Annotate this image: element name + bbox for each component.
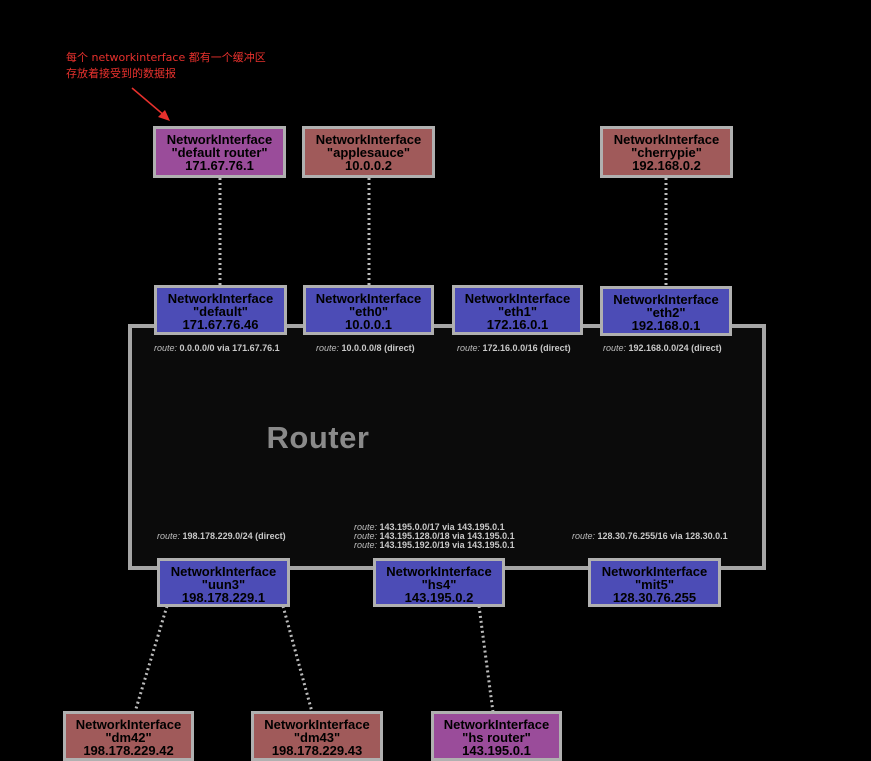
iface-type: NetworkInterface [601,564,708,579]
annotation-line-1: 每个 networkinterface 都有一个缓冲区 [66,51,266,64]
route-keyword: route: [603,343,627,353]
iface-type: NetworkInterface [613,292,719,307]
route-value: 0.0.0.0/0 via 171.67.76.1 [179,343,280,353]
route-line: route: 143.195.192.0/19 via 143.195.0.1 [354,541,515,550]
iface-router-hs4: NetworkInterface "hs4" 143.195.0.2 [373,558,505,607]
iface-router-eth0: NetworkInterface "eth0" 10.0.0.1 [303,285,434,335]
link-dm42 [133,605,169,713]
route-value: 128.30.76.255/16 via 128.30.0.1 [597,531,728,541]
iface-type: NetworkInterface [75,717,182,732]
iface-applesauce: NetworkInterface "applesauce" 10.0.0.2 [302,126,435,178]
iface-name: "eth2" [646,305,686,320]
route-value: 198.178.229.0/24 (direct) [182,531,286,541]
route-eth2: route: 192.168.0.0/24 (direct) [603,344,722,353]
iface-router-eth2: NetworkInterface "eth2" 192.168.0.1 [600,286,732,336]
iface-router-default: NetworkInterface "default" 171.67.76.46 [154,285,287,335]
route-value: 10.0.0.0/8 (direct) [341,343,415,353]
iface-ip: 143.195.0.2 [404,590,474,605]
iface-type: NetworkInterface [264,717,370,732]
iface-router-eth1: NetworkInterface "eth1" 172.16.0.1 [452,285,583,335]
route-keyword: route: [354,531,378,541]
iface-type: NetworkInterface [166,132,273,147]
annotation-note: 每个 networkinterface 都有一个缓冲区 存放着接受到的数据报 [66,50,266,82]
route-keyword: route: [457,343,481,353]
iface-ip: 10.0.0.1 [345,317,392,332]
route-value: 143.195.192.0/19 via 143.195.0.1 [379,540,515,550]
route-default: route: 0.0.0.0/0 via 171.67.76.1 [154,344,280,353]
iface-type: NetworkInterface [613,132,720,147]
route-value: 143.195.0.0/17 via 143.195.0.1 [379,522,505,532]
iface-router-uun3: NetworkInterface "uun3" 198.178.229.1 [157,558,290,607]
annotation-line-2: 存放着接受到的数据报 [66,67,176,80]
route-uun3: route: 198.178.229.0/24 (direct) [157,532,286,541]
iface-ip: 198.178.229.42 [83,743,174,758]
iface-type: NetworkInterface [167,291,274,306]
iface-ip: 172.16.0.1 [486,317,549,332]
iface-name: "cherrypie" [631,145,702,160]
route-mit5: route: 128.30.76.255/16 via 128.30.0.1 [572,532,728,541]
route-line: route: 143.195.128.0/18 via 143.195.0.1 [354,532,515,541]
link-hs-router [477,605,495,713]
iface-cherrypie: NetworkInterface "cherrypie" 192.168.0.2 [600,126,733,178]
iface-type: NetworkInterface [386,564,492,579]
route-hs4: route: 143.195.0.0/17 via 143.195.0.1 ro… [354,523,515,550]
iface-ip: 171.67.76.1 [185,158,254,173]
iface-name: "dm42" [105,730,152,745]
route-line: route: 143.195.0.0/17 via 143.195.0.1 [354,523,515,532]
route-keyword: route: [572,531,596,541]
iface-ip: 10.0.0.2 [345,158,392,173]
route-eth0: route: 10.0.0.0/8 (direct) [316,344,415,353]
iface-default-router: NetworkInterface "default router" 171.67… [153,126,286,178]
iface-ip: 198.178.229.43 [271,743,363,758]
route-keyword: route: [157,531,181,541]
iface-ip: 198.178.229.1 [181,590,266,605]
iface-name: "eth1" [497,304,538,319]
iface-ip: 192.168.0.2 [632,158,701,173]
iface-dm43: NetworkInterface "dm43" 198.178.229.43 [251,711,383,761]
iface-name: "eth0" [348,304,389,319]
iface-ip: 192.168.0.1 [631,318,701,333]
iface-name: "applesauce" [326,145,411,160]
router-title: Router [266,420,370,455]
route-keyword: route: [316,343,340,353]
iface-ip: 143.195.0.1 [462,743,531,758]
iface-name: "mit5" [634,577,675,592]
route-eth1: route: 172.16.0.0/16 (direct) [457,344,571,353]
route-keyword: route: [354,540,378,550]
iface-ip: 128.30.76.255 [612,590,697,605]
iface-type: NetworkInterface [464,291,571,306]
route-value: 192.168.0.0/24 (direct) [628,343,722,353]
iface-name: "hs router" [462,730,531,745]
iface-hs-router: NetworkInterface "hs router" 143.195.0.1 [431,711,562,761]
iface-type: NetworkInterface [443,717,550,732]
iface-name: "hs4" [421,577,457,592]
route-keyword: route: [354,522,378,532]
router-box [128,324,766,570]
link-dm43 [281,605,314,713]
iface-router-mit5: NetworkInterface "mit5" 128.30.76.255 [588,558,721,607]
iface-name: "default router" [171,145,268,160]
iface-ip: 171.67.76.46 [182,317,259,332]
annotation-arrow [131,87,170,121]
iface-dm42: NetworkInterface "dm42" 198.178.229.42 [63,711,194,761]
route-value: 172.16.0.0/16 (direct) [482,343,571,353]
iface-name: "dm43" [293,730,341,745]
iface-name: "default" [193,304,248,319]
iface-type: NetworkInterface [315,291,422,306]
route-value: 143.195.128.0/18 via 143.195.0.1 [379,531,515,541]
iface-name: "uun3" [201,577,246,592]
iface-type: NetworkInterface [315,132,422,147]
route-keyword: route: [154,343,178,353]
iface-type: NetworkInterface [170,564,277,579]
